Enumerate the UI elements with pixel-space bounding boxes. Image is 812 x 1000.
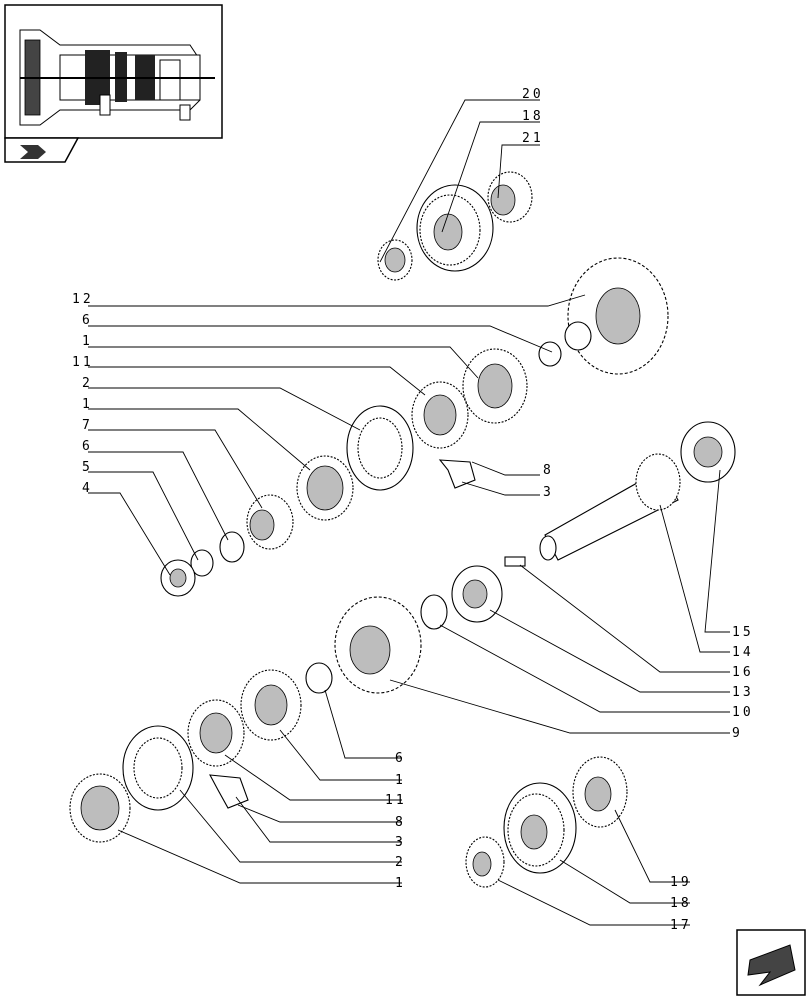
callout-3-upper: 3 xyxy=(543,485,554,500)
leader-lines xyxy=(88,99,730,926)
gear-12 xyxy=(567,257,669,375)
callout-11-lower: 11 xyxy=(385,793,407,808)
synchro-ring-1-left xyxy=(296,455,354,521)
callout-2-upper: 2 xyxy=(82,376,93,391)
callout-1-lower: 1 xyxy=(395,773,406,788)
transmission-overview-icon[interactable] xyxy=(4,4,223,139)
sleeve-2-upper xyxy=(346,405,414,491)
callout-15: 15 xyxy=(732,625,754,640)
spacer-6-lower xyxy=(305,662,333,694)
gear-18-top xyxy=(416,184,494,272)
callout-8-upper: 8 xyxy=(543,463,554,478)
fork-pad-8-3-upper xyxy=(438,459,476,489)
callout-11-upper: 11 xyxy=(72,355,94,370)
callout-1-bottom: 1 xyxy=(395,876,406,891)
callout-16: 16 xyxy=(732,665,754,680)
callout-6-upper: 6 xyxy=(82,313,93,328)
callout-1-left: 1 xyxy=(82,397,93,412)
ring-10 xyxy=(420,594,448,630)
callout-7: 7 xyxy=(82,418,93,433)
callout-20: 20 xyxy=(522,87,544,102)
synchro-ring-1-lower xyxy=(240,669,302,741)
gear-20 xyxy=(377,239,413,281)
synchro-ring-1-bottom xyxy=(69,773,131,843)
gear-21 xyxy=(487,171,533,223)
callout-18-top: 18 xyxy=(522,109,544,124)
callout-12: 12 xyxy=(72,292,94,307)
callout-13: 13 xyxy=(732,685,754,700)
gear-19 xyxy=(572,756,628,828)
callout-10: 10 xyxy=(732,705,754,720)
callout-14: 14 xyxy=(732,645,754,660)
callout-6-lower: 6 xyxy=(395,751,406,766)
callout-5: 5 xyxy=(82,460,93,475)
spacer-6-left xyxy=(219,531,245,563)
prev-page-arrow-icon[interactable] xyxy=(4,137,80,163)
hub-11-lower xyxy=(187,699,245,767)
gear-17 xyxy=(465,836,505,888)
callout-21: 21 xyxy=(522,131,544,146)
fork-pad-8-3-lower xyxy=(209,774,249,809)
spacer-6-upper xyxy=(538,321,592,367)
synchro-ring-1-upper xyxy=(462,348,528,424)
gear-9 xyxy=(334,596,422,694)
bearing-13 xyxy=(451,565,503,623)
next-page-arrow-icon[interactable] xyxy=(736,929,806,996)
callout-18-bottom: 18 xyxy=(670,896,692,911)
shaft-14 xyxy=(539,453,681,561)
callout-8-lower: 8 xyxy=(395,815,406,830)
gear-7 xyxy=(246,494,294,550)
hub-11-upper xyxy=(411,381,469,449)
pin-16 xyxy=(504,556,526,567)
callout-6-left: 6 xyxy=(82,439,93,454)
callout-4: 4 xyxy=(82,481,93,496)
sleeve-2-lower xyxy=(122,725,194,811)
callout-2-lower: 2 xyxy=(395,855,406,870)
callout-19: 19 xyxy=(670,875,692,890)
bearing-15 xyxy=(680,421,736,483)
callout-17: 17 xyxy=(670,918,692,933)
callout-1-upper: 1 xyxy=(82,334,93,349)
callout-9: 9 xyxy=(732,726,743,741)
gear-18-bottom xyxy=(503,782,577,874)
callout-3-lower: 3 xyxy=(395,835,406,850)
bearing-4 xyxy=(160,559,196,597)
